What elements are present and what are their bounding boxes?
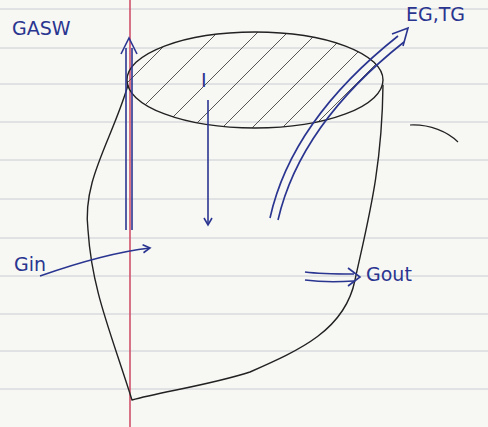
flux-label: EG,TG <box>404 4 467 25</box>
flux-label: I <box>199 70 209 91</box>
lake-surface <box>127 32 383 128</box>
flux-label: Gin <box>12 254 48 275</box>
ruled-lines <box>0 9 488 389</box>
flux-label: GASW <box>10 18 73 39</box>
flux-arrows <box>40 28 408 286</box>
stroke-mark <box>410 125 458 142</box>
surface-hatching <box>100 20 410 140</box>
margin-line <box>129 0 131 427</box>
flux-label: Gout <box>364 264 414 285</box>
